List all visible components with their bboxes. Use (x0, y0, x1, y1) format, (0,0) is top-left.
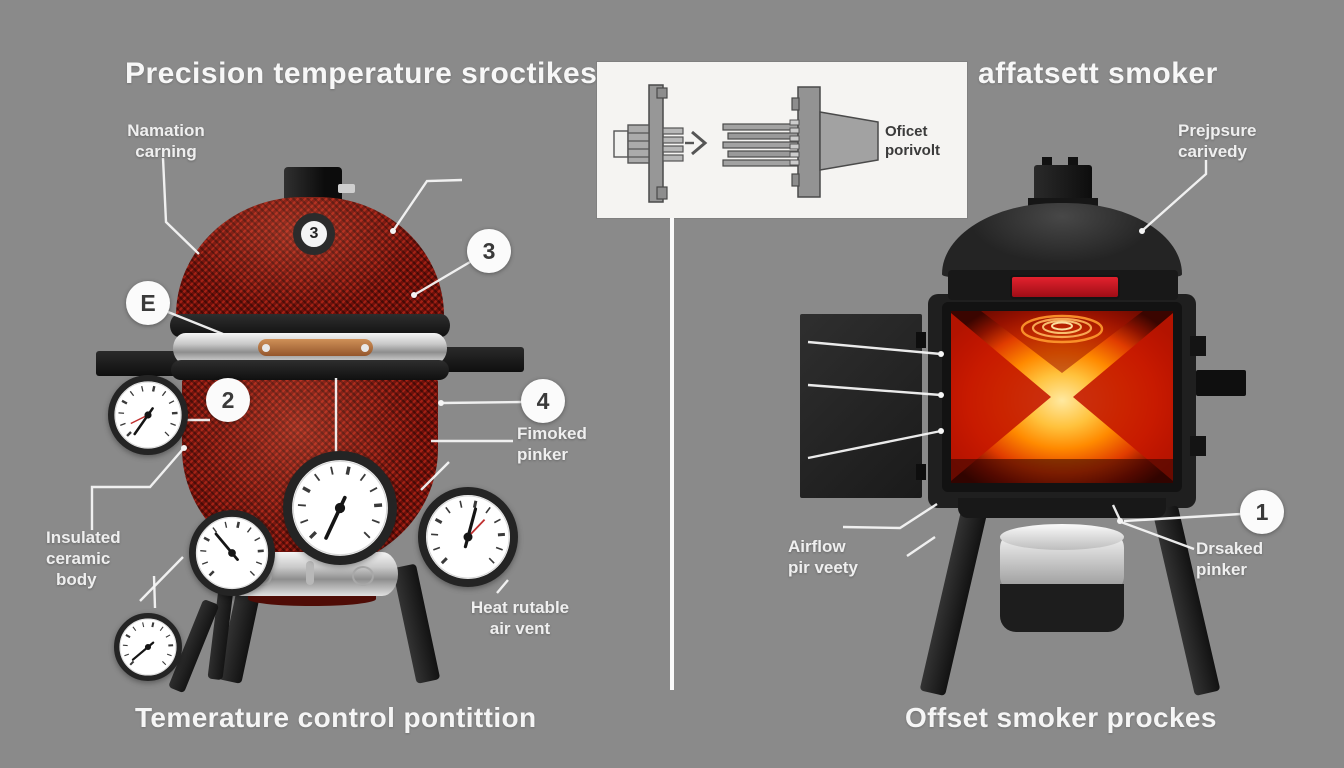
smoker-chimney-collar (1028, 198, 1098, 207)
dome-badge: 3 (293, 213, 335, 255)
label-pressure-line1: Prejpsure (1178, 121, 1257, 140)
smoker-right-leg (1152, 505, 1221, 697)
label-insulated: Insulated ceramic body (46, 527, 121, 590)
right-panel-title: affatsett smoker (978, 57, 1218, 90)
label-heat-vent: Heat rutable air vent (455, 597, 585, 639)
label-pressure: Prejpsure carivedy (1178, 120, 1256, 162)
inset-label-line1: Oficet (885, 123, 928, 140)
base-band-slot (306, 561, 314, 585)
inset-technical-panel: Oficet porivolt (597, 62, 967, 218)
smoker-chimney-tab-right (1068, 157, 1078, 166)
kamado-handle-screw-left (262, 344, 270, 352)
kamado-felt-band-bottom (171, 360, 449, 380)
callout-1-label: 1 (1255, 498, 1269, 525)
callout-4: 4 (521, 379, 565, 423)
smoker-firebox-door (800, 314, 922, 498)
gauge-mid-probe (189, 510, 275, 596)
label-airflow-line1: Airflow (788, 537, 846, 556)
label-fimoked: Fimoked pinker (517, 423, 587, 465)
callout-1: 1 (1240, 490, 1284, 534)
door-hinge-top (916, 332, 926, 348)
callout-3-label: 3 (482, 237, 496, 264)
smoker-side-handle (1196, 370, 1246, 396)
callout-2: 2 (206, 378, 250, 422)
callout-e-label: E (140, 289, 156, 316)
label-insulated-line2: ceramic (46, 549, 111, 568)
door-hinge-bottom (916, 464, 926, 480)
label-fimoked-line2: pinker (517, 445, 569, 464)
label-insulated-line3: body (56, 570, 97, 589)
callout-2-label: 2 (221, 386, 235, 413)
label-insulated-line1: Insulated (46, 528, 121, 547)
label-namation-line1: Namation (127, 121, 205, 140)
smoker-dome-lid (942, 203, 1182, 277)
label-airflow: Airflow pir veety (788, 536, 858, 578)
kamado-right-shelf (436, 347, 524, 372)
label-pressure-line2: carivedy (1178, 142, 1247, 161)
smoker-chimney-tab-left (1042, 157, 1052, 166)
label-namation-line2: carning (135, 142, 197, 161)
smoker-left-leg (919, 505, 988, 697)
gauge-bottom-left (114, 613, 182, 681)
dome-badge-label: 3 (309, 225, 319, 242)
fire-glow-graphic (951, 311, 1173, 483)
kamado-felt-band-top (170, 314, 450, 337)
gauge-left-shelf (108, 375, 188, 455)
bucket-body (1000, 584, 1124, 632)
callout-3: 3 (467, 229, 511, 273)
label-drsaked-line1: Drsaked (1196, 539, 1264, 558)
inset-technical-drawing (613, 84, 879, 203)
inset-label: Oficet porivolt (885, 122, 940, 160)
smoker-side-tab-bottom (1190, 436, 1206, 456)
inset-label-line2: porivolt (885, 142, 940, 159)
left-panel-title: Precision temperature sroctikes (125, 57, 598, 90)
smoker-bottom-collar (958, 498, 1166, 518)
label-drsaked-line2: pinker (1196, 560, 1248, 579)
kamado-handle (258, 339, 373, 356)
label-heat-vent-line2: air vent (489, 619, 551, 638)
gauge-center-large (283, 451, 397, 565)
smoker-chimney-cap (1034, 165, 1092, 203)
center-divider-line (670, 218, 674, 690)
label-airflow-line2: pir veety (788, 558, 858, 577)
bucket-top (1000, 524, 1124, 550)
right-panel-caption: Offset smoker prockes (905, 702, 1217, 733)
label-heat-vent-line1: Heat rutable (470, 598, 570, 617)
kamado-chimney-latch (338, 184, 355, 193)
smoker-side-tab-top (1190, 336, 1206, 356)
smoker-red-strip (1010, 275, 1120, 299)
smoker-fire-chamber (942, 302, 1182, 492)
callout-e: E (126, 281, 170, 325)
label-fimoked-line1: Fimoked (517, 424, 587, 443)
callout-4-label: 4 (536, 387, 550, 414)
base-band-vent-right (352, 566, 374, 586)
label-namation: Namation carning (118, 120, 214, 162)
label-drsaked: Drsaked pinker (1196, 538, 1263, 580)
kamado-handle-screw-right (361, 344, 369, 352)
gauge-right-vent (418, 487, 518, 587)
left-panel-caption: Temerature control pontittion (135, 702, 537, 733)
